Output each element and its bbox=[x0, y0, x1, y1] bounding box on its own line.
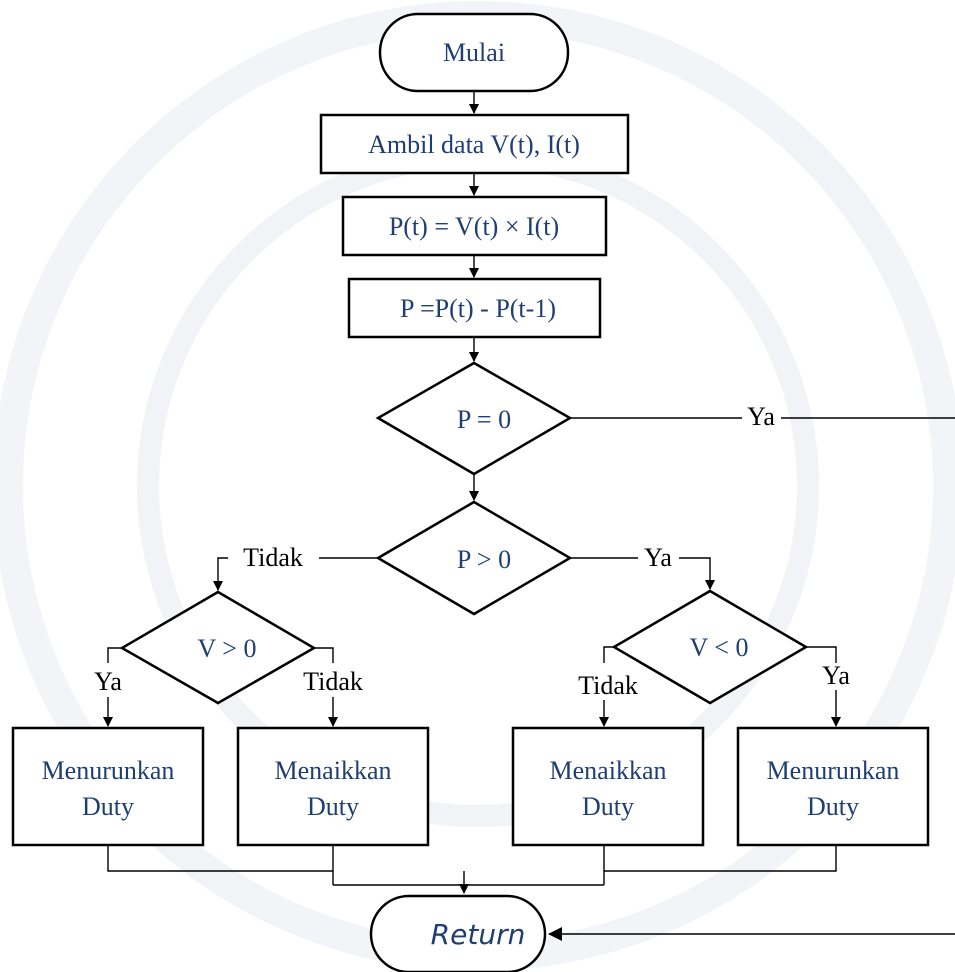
label-vpos-no: Tidak bbox=[303, 667, 363, 696]
action-box-4-line2: Duty bbox=[807, 792, 859, 821]
label-vneg-no: Tidak bbox=[578, 671, 638, 700]
label-vpos-yes: Ya bbox=[94, 667, 122, 696]
read-data-process bbox=[319, 113, 630, 175]
start-label: Mulai bbox=[443, 38, 505, 67]
read-data-label: Ambil data V(t), I(t) bbox=[368, 130, 580, 159]
power-calc-label: P(t) = V(t) × I(t) bbox=[389, 212, 559, 241]
action-box-2 bbox=[236, 726, 430, 847]
action-box-4-line1: Menurunkan bbox=[767, 756, 900, 785]
label-vneg-yes: Ya bbox=[822, 661, 850, 690]
action-box-2-line1: Menaikkan bbox=[275, 756, 392, 785]
merge-right bbox=[603, 845, 837, 872]
delta-calc-label: P =P(t) - P(t-1) bbox=[400, 294, 556, 323]
line-pos-yes-b bbox=[679, 557, 715, 590]
decision-v-pos-label: V > 0 bbox=[198, 634, 257, 663]
line-vpos-no-a bbox=[314, 647, 334, 663]
action-box-1 bbox=[11, 726, 205, 847]
action-box-3-line2: Duty bbox=[582, 792, 634, 821]
decision-v-pos bbox=[119, 590, 317, 705]
line-pos-no-b bbox=[213, 557, 228, 591]
merge-left bbox=[107, 845, 334, 872]
label-pos-no: Tidak bbox=[243, 543, 303, 572]
decision-p-zero-label: P = 0 bbox=[457, 405, 511, 434]
return-terminal bbox=[369, 894, 547, 972]
action-box-3 bbox=[511, 726, 705, 847]
label-zero-yes: Ya bbox=[747, 402, 775, 431]
action-box-4 bbox=[736, 726, 930, 847]
decision-v-neg-label: V < 0 bbox=[690, 633, 749, 662]
line-vpos-yes-a bbox=[107, 647, 122, 663]
decision-v-neg bbox=[611, 589, 809, 705]
action-box-1-line1: Menurunkan bbox=[42, 756, 175, 785]
power-calc-process bbox=[341, 195, 608, 257]
return-label: Return bbox=[431, 918, 526, 951]
decision-p-pos-label: P > 0 bbox=[457, 545, 511, 574]
decision-p-pos bbox=[375, 500, 573, 616]
label-pos-yes: Ya bbox=[644, 543, 672, 572]
line-vneg-no-a bbox=[603, 646, 614, 663]
line-vneg-yes-a bbox=[806, 646, 837, 663]
action-box-3-line1: Menaikkan bbox=[550, 756, 667, 785]
action-box-1-line2: Duty bbox=[82, 792, 134, 821]
action-box-2-line2: Duty bbox=[307, 792, 359, 821]
